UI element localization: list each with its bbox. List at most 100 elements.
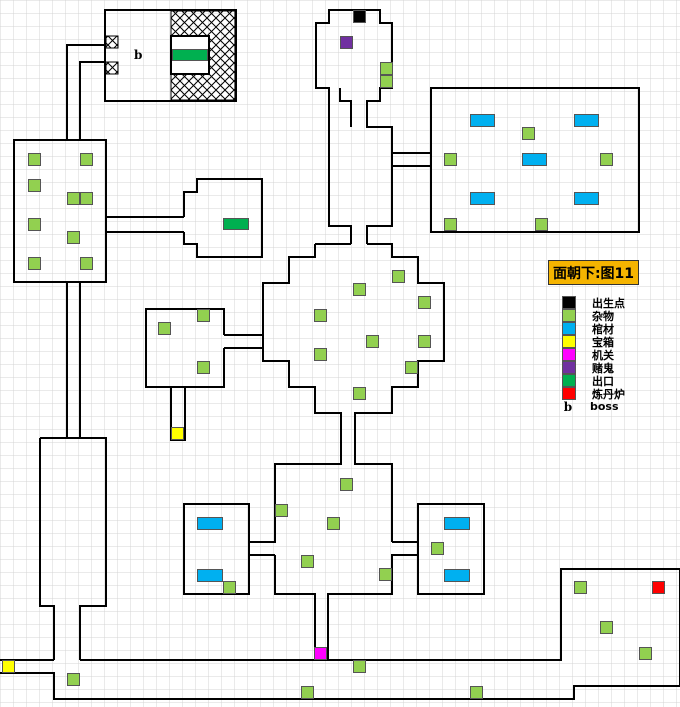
legend-swatch-furnace [562, 387, 576, 400]
marker-misc [301, 555, 314, 568]
marker-misc [353, 660, 366, 673]
walls [0, 9, 680, 700]
marker-misc [470, 686, 483, 699]
central-room [224, 243, 445, 438]
legend-label-switch: 机关 [592, 348, 614, 362]
corridor-boss [66, 44, 105, 140]
exit-room [183, 178, 263, 258]
room-left-middle [145, 308, 225, 388]
legend-swatch-exit [562, 374, 576, 387]
coffin-room-left [183, 503, 250, 595]
legend-swatch-switch [562, 348, 576, 361]
marker-misc [353, 387, 366, 400]
marker-misc [28, 218, 41, 231]
legend-item-misc: 杂物 [562, 309, 614, 323]
marker-misc [379, 568, 392, 581]
marker-misc [444, 153, 457, 166]
legend-swatch-coffin [562, 322, 576, 335]
marker-misc [639, 647, 652, 660]
marker-misc [418, 296, 431, 309]
legend-swatch-gambler [562, 361, 576, 374]
marker-misc [522, 127, 535, 140]
legend-item-spawn: 出生点 [562, 296, 625, 310]
marker-misc [600, 621, 613, 634]
marker-gambler [340, 36, 353, 49]
marker-misc [314, 348, 327, 361]
boss-door-upper [105, 35, 119, 49]
marker-misc [80, 192, 93, 205]
marker-misc [366, 335, 379, 348]
marker-misc [80, 153, 93, 166]
marker-misc [275, 504, 288, 517]
marker-misc [444, 218, 457, 231]
boss-marker: b [134, 48, 143, 62]
boss-room [104, 9, 237, 102]
marker-misc [28, 153, 41, 166]
marker-misc [380, 62, 393, 75]
legend-swatch-chest [562, 335, 576, 348]
marker-coffin [197, 569, 223, 582]
marker-misc [158, 322, 171, 335]
marker-misc [535, 218, 548, 231]
map-markers [2, 10, 665, 699]
room-left-upper [13, 139, 107, 283]
marker-misc [67, 673, 80, 686]
marker-misc [327, 517, 340, 530]
marker-misc [223, 581, 236, 594]
marker-misc [197, 309, 210, 322]
legend-label-furnace: 炼丹炉 [592, 387, 625, 401]
legend-label-spawn: 出生点 [592, 296, 625, 310]
marker-chest [171, 427, 184, 440]
boss-door-lower [105, 61, 119, 75]
marker-coffin [574, 114, 599, 127]
marker-misc [197, 361, 210, 374]
marker-misc [67, 231, 80, 244]
marker-misc [380, 75, 393, 88]
legend-symbol-boss: b [563, 399, 573, 414]
marker-coffin [574, 192, 599, 205]
marker-coffin [197, 517, 223, 530]
marker-misc [392, 270, 405, 283]
marker-misc [418, 335, 431, 348]
marker-misc [340, 478, 353, 491]
marker-misc [28, 257, 41, 270]
marker-chest [2, 660, 15, 673]
coffin-room-right [417, 503, 485, 595]
marker-misc [574, 581, 587, 594]
legend-title: 面朝下:图11 [548, 260, 639, 285]
legend-item-exit: 出口 [562, 374, 614, 388]
marker-coffin [470, 114, 495, 127]
marker-misc [431, 542, 444, 555]
legend-swatch-spawn [562, 296, 576, 309]
marker-misc [353, 283, 366, 296]
marker-misc [600, 153, 613, 166]
legend-swatch-misc [562, 309, 576, 322]
room-lower-center [249, 438, 418, 660]
marker-exit [223, 218, 249, 230]
legend-label-coffin: 棺材 [592, 322, 614, 336]
legend-item-switch: 机关 [562, 348, 614, 362]
marker-switch [314, 647, 327, 660]
marker-misc [314, 309, 327, 322]
legend-item-coffin: 棺材 [562, 322, 614, 336]
marker-coffin [522, 153, 547, 166]
marker-coffin [444, 517, 470, 530]
marker-misc [405, 361, 418, 374]
legend-item-chest: 宝箱 [562, 335, 614, 349]
marker-misc [67, 192, 80, 205]
room-right-upper [430, 87, 640, 233]
legend-item-gambler: 赌鬼 [562, 361, 614, 375]
legend-item-boss: b boss [562, 399, 619, 414]
room-left-long [39, 437, 107, 660]
marker-coffin [470, 192, 495, 205]
corridor-exit [106, 216, 184, 233]
legend-label-boss: boss [590, 400, 619, 413]
legend-label-misc: 杂物 [592, 309, 614, 323]
spawn-room [315, 9, 431, 244]
legend-label-chest: 宝箱 [592, 335, 614, 349]
legend-item-furnace: 炼丹炉 [562, 387, 625, 401]
legend-label-gambler: 赌鬼 [592, 361, 614, 375]
legend-label-exit: 出口 [592, 374, 614, 388]
marker-misc [28, 179, 41, 192]
